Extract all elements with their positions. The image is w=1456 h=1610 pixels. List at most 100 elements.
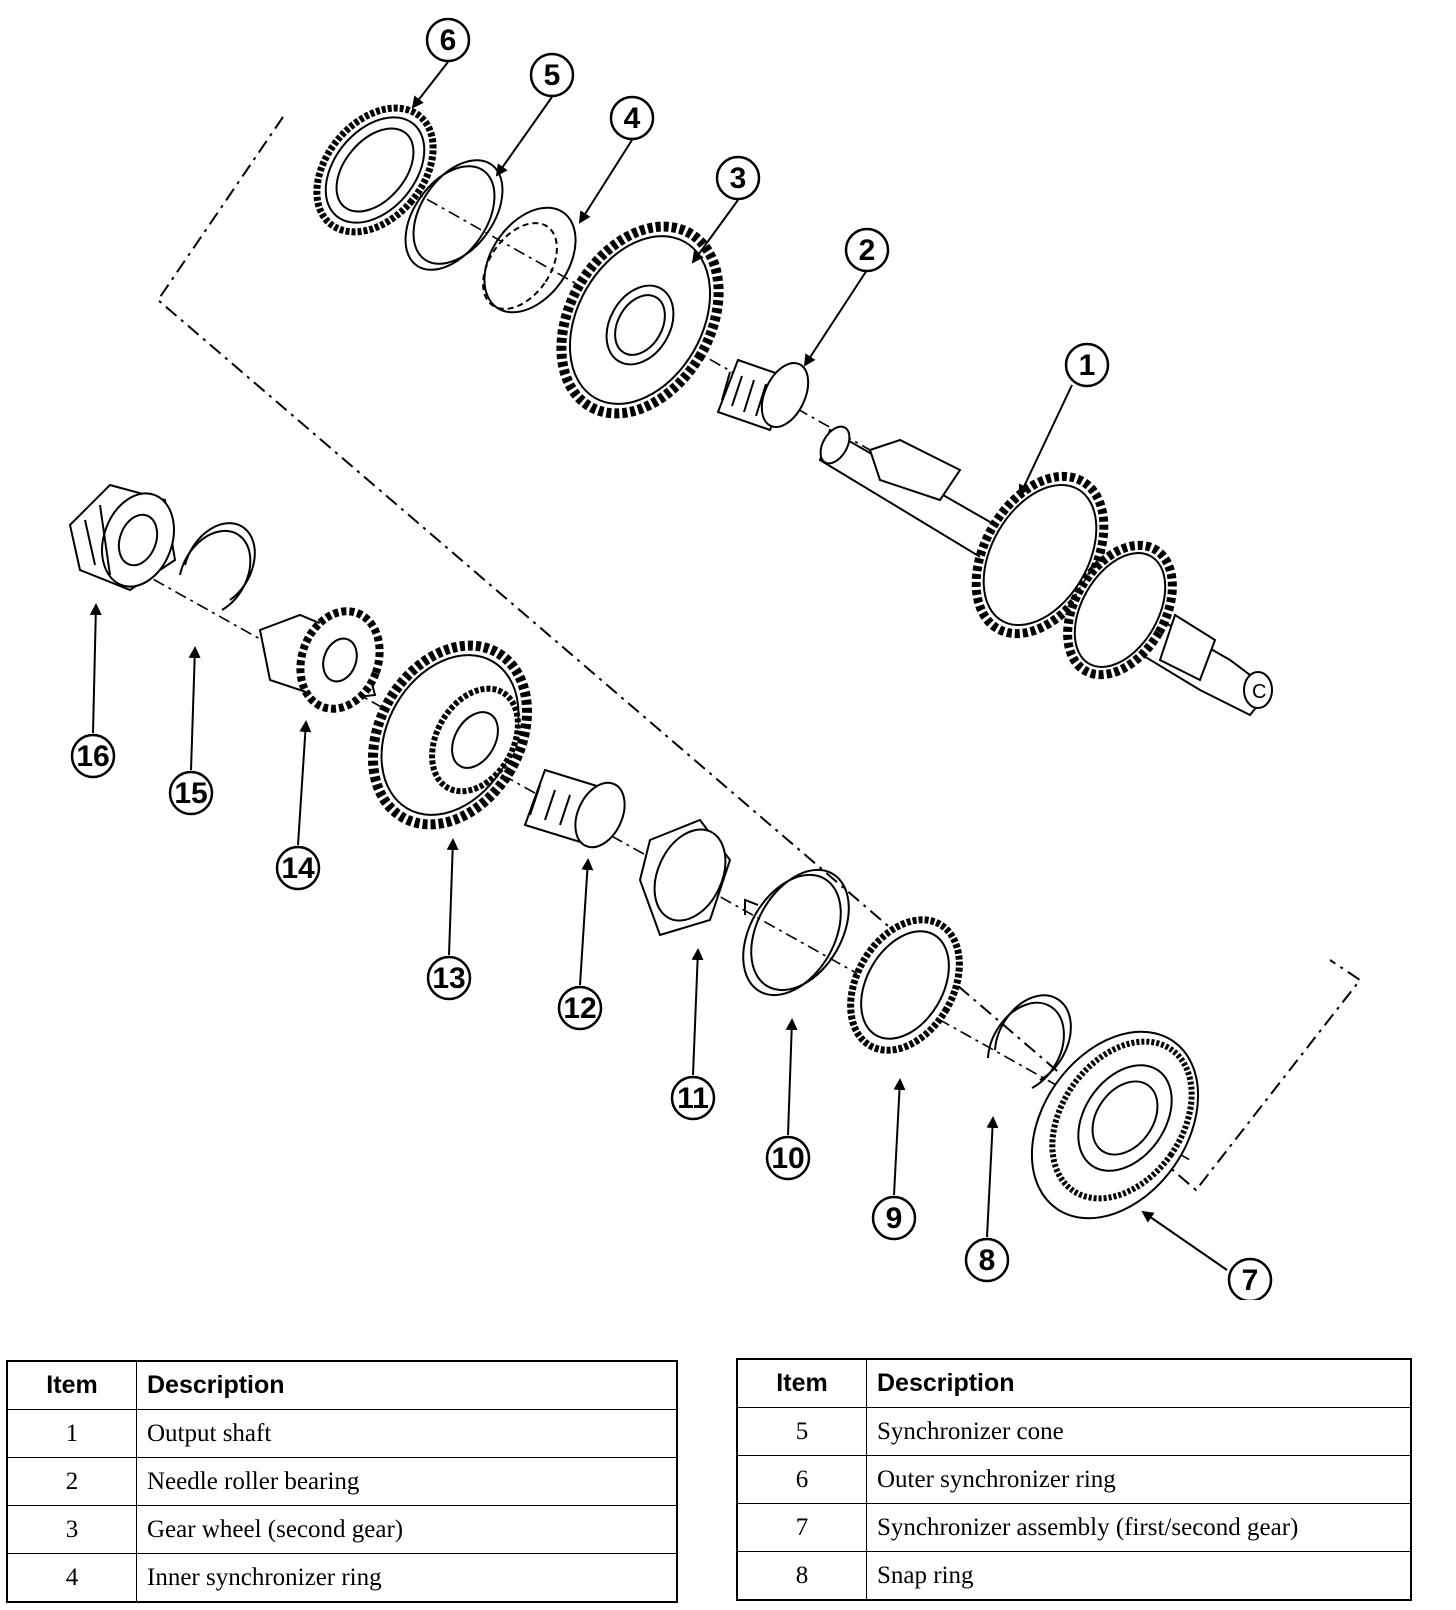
callout-5: 5 [529, 52, 575, 98]
callout-label: 2 [859, 234, 876, 267]
part-16-bearing [68, 483, 177, 592]
legend-header-row: Item Description [6, 1360, 678, 1410]
item-number: 3 [6, 1505, 137, 1554]
callout-circle [529, 52, 575, 98]
callout-label: 12 [563, 992, 596, 1025]
callout-label: 3 [730, 162, 747, 195]
callout-label: 5 [544, 59, 561, 92]
callout-circle [844, 227, 890, 273]
callout-circle [425, 17, 471, 63]
item-number: 7 [736, 1503, 867, 1552]
callout-12: 12 [557, 985, 603, 1031]
part-15-snap-ring [179, 522, 256, 611]
callout-2: 2 [844, 227, 890, 273]
part-5-synchronizer-cone [404, 159, 504, 271]
item-description: Gear wheel (second gear) [136, 1505, 678, 1554]
callout-circle [964, 1237, 1010, 1283]
shaft-end-letter: C [1252, 681, 1266, 703]
callout-circle [670, 1075, 716, 1121]
callout-label: 9 [886, 1202, 903, 1235]
item-number: 1 [6, 1409, 137, 1458]
callout-1: 1 [1064, 342, 1110, 388]
callout-label: 8 [979, 1244, 996, 1277]
part-14-gear [258, 607, 384, 713]
table-row: 3 Gear wheel (second gear) [6, 1505, 678, 1554]
item-number: 2 [6, 1457, 137, 1506]
item-description: Outer synchronizer ring [866, 1455, 1412, 1504]
callout-6: 6 [425, 17, 471, 63]
callout-label: 7 [1242, 1264, 1259, 1297]
callout-circle [275, 845, 321, 891]
callout-3: 3 [715, 155, 761, 201]
callout-15: 15 [168, 770, 214, 816]
item-description: Needle roller bearing [136, 1457, 678, 1506]
callout-7: 7 [1227, 1257, 1273, 1300]
callout-label: 1 [1079, 349, 1096, 382]
description-column-header: Description [136, 1360, 678, 1410]
part-6-outer-synchronizer-ring [313, 104, 437, 236]
callout-label: 4 [624, 102, 641, 135]
table-row: 5 Synchronizer cone [736, 1407, 1412, 1456]
callout-10: 10 [765, 1135, 811, 1181]
legend-table-right: Item Description 5 Synchronizer cone 6 O… [736, 1358, 1412, 1601]
part-3-gear-wheel [556, 221, 724, 419]
part-13-gear-wheel [367, 640, 533, 830]
callout-label: 10 [771, 1142, 804, 1175]
item-number: 6 [736, 1455, 867, 1504]
item-description: Output shaft [136, 1409, 678, 1458]
table-row: 4 Inner synchronizer ring [6, 1553, 678, 1603]
table-row: 8 Snap ring [736, 1551, 1412, 1601]
item-description: Inner synchronizer ring [136, 1553, 678, 1603]
table-row: 6 Outer synchronizer ring [736, 1455, 1412, 1504]
callout-label: 6 [440, 24, 457, 57]
leader-arrows [89, 61, 1228, 1271]
item-column-header: Item [6, 1360, 137, 1410]
item-number: 4 [6, 1553, 137, 1603]
legend-table-left: Item Description 1 Output shaft 2 Needle… [6, 1360, 678, 1603]
part-11-synchronizer-ring [638, 818, 732, 937]
assembly-dashed-outline [156, 116, 1362, 1192]
callout-circle [168, 770, 214, 816]
item-number: 5 [736, 1407, 867, 1456]
part-1-output-shaft [818, 425, 1273, 717]
part-4-inner-synchronizer-ring [482, 206, 577, 314]
callout-circle [765, 1135, 811, 1181]
item-description: Snap ring [866, 1551, 1412, 1601]
callout-circle [1064, 342, 1110, 388]
item-column-header: Item [736, 1358, 867, 1408]
item-description: Synchronizer cone [866, 1407, 1412, 1456]
callout-circle [70, 733, 116, 779]
callout-label: 16 [76, 740, 109, 773]
table-row: 7 Synchronizer assembly (first/second ge… [736, 1503, 1412, 1552]
item-number: 8 [736, 1551, 867, 1601]
callout-circle [426, 955, 472, 1001]
part-10-synchronizer-cone [742, 868, 850, 997]
callout-circle [1227, 1257, 1273, 1300]
callout-11: 11 [670, 1075, 716, 1121]
callout-circle [715, 155, 761, 201]
part-9-synchronizer-ring [847, 916, 963, 1054]
callout-4: 4 [609, 95, 655, 141]
exploded-view-diagram: C [68, 17, 1362, 1300]
callout-circle [871, 1195, 917, 1241]
legend-header-row: Item Description [736, 1358, 1412, 1408]
callout-label: 14 [281, 852, 315, 885]
callout-14: 14 [275, 845, 321, 891]
part-7-synchronizer-assembly [1030, 1030, 1200, 1220]
callout-label: 13 [432, 962, 465, 995]
callout-9: 9 [871, 1195, 917, 1241]
callout-13: 13 [426, 955, 472, 1001]
callout-circle [609, 95, 655, 141]
description-column-header: Description [866, 1358, 1412, 1408]
part-12-needle-roller-bearing [523, 768, 626, 849]
callout-label: 15 [174, 777, 207, 810]
callout-circle [557, 985, 603, 1031]
table-row: 2 Needle roller bearing [6, 1457, 678, 1506]
callout-8: 8 [964, 1237, 1010, 1283]
part-8-snap-ring [987, 994, 1072, 1089]
part-2-needle-roller-bearing [716, 358, 810, 432]
item-description: Synchronizer assembly (first/second gear… [866, 1503, 1412, 1552]
callout-16: 16 [70, 733, 116, 779]
callout-label: 11 [677, 1082, 709, 1115]
